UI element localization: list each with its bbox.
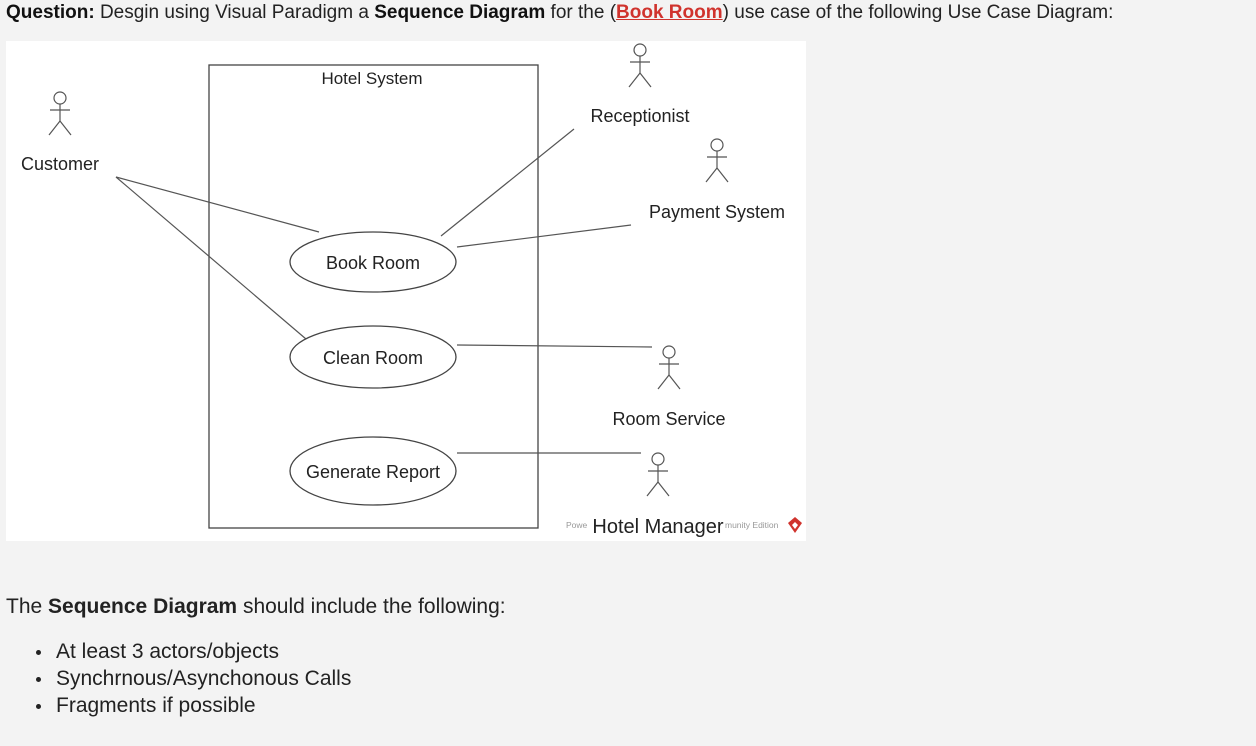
question-label: Question: [6, 2, 95, 23]
use-case-diagram: Hotel System Book Room Clean Room Genera… [6, 41, 806, 541]
actor-receptionist-icon [628, 43, 652, 88]
use-case-generate-report [289, 436, 457, 506]
use-case-clean-room [289, 325, 457, 389]
actor-customer-icon [48, 91, 72, 136]
requirements-intro: The Sequence Diagram should include the … [6, 594, 506, 620]
actor-payment-system-icon [705, 138, 729, 183]
book-room-link[interactable]: Book Room [616, 2, 723, 23]
requirements-intro-pre: The [6, 595, 49, 618]
assoc-receptionist-bookroom [440, 128, 575, 237]
actor-receptionist-label: Receptionist [590, 106, 689, 126]
use-case-diagram-svg: Hotel System Book Room Clean Room Genera… [21, 43, 802, 538]
actor-payment-system-label: Payment System [649, 202, 785, 222]
question-text-part1: Desgin using Visual Paradigm a [94, 2, 375, 23]
use-case-book-room-label: Book Room [326, 253, 420, 273]
question-text-part2: for the ( [545, 2, 617, 23]
requirements-intro-post: should include the following: [237, 595, 506, 618]
use-case-book-room [289, 231, 457, 293]
assoc-customer-bookroom [115, 176, 320, 233]
system-boundary [208, 64, 539, 529]
system-label: Hotel System [321, 69, 422, 88]
assoc-roomservice-cleanroom [456, 344, 653, 348]
requirements-list: At least 3 actors/objects Synchrnous/Asy… [32, 638, 351, 719]
actor-customer-label: Customer [21, 154, 99, 174]
question-bold-term: Sequence Diagram [374, 2, 546, 23]
actor-hotel-manager-label: Hotel Manager [592, 516, 724, 538]
use-case-generate-report-label: Generate Report [306, 462, 440, 482]
question-text-part3: ) use case of the following Use Case Dia… [722, 2, 1114, 23]
requirement-item: Fragments if possible [32, 692, 351, 719]
requirement-item: Synchrnous/Asynchonous Calls [32, 665, 351, 692]
assoc-payment-bookroom [456, 224, 632, 248]
associations [115, 128, 653, 454]
requirements-intro-bold: Sequence Diagram [48, 595, 238, 618]
actor-room-service-icon [657, 345, 681, 390]
watermark-right-text: munity Edition [725, 520, 779, 530]
requirement-item: At least 3 actors/objects [32, 638, 351, 665]
actor-hotel-manager-icon [646, 452, 670, 497]
visual-paradigm-logo-icon [788, 517, 802, 533]
question-text: Question: Desgin using Visual Paradigm a… [6, 1, 1113, 25]
actor-room-service-label: Room Service [612, 409, 725, 429]
assoc-customer-cleanroom [115, 176, 307, 340]
watermark-left-text: Powe [566, 520, 588, 530]
use-case-clean-room-label: Clean Room [323, 348, 423, 368]
